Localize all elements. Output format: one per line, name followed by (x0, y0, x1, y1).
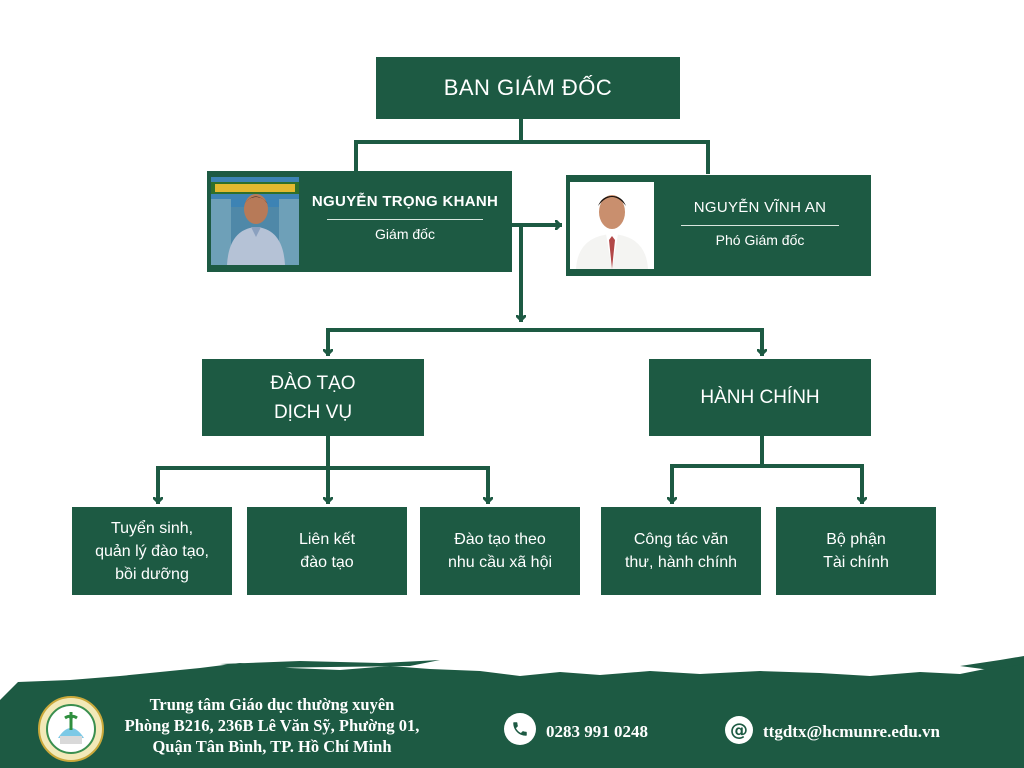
unit-label-line: Tuyển sinh, (110, 519, 194, 537)
department-label-line1: ĐÀO TẠO (270, 372, 356, 394)
portrait-photo-icon (570, 182, 654, 269)
department-training-services: ĐÀO TẠO DỊCH VỤ (202, 359, 424, 436)
unit-admissions: Tuyển sinh, quản lý đào tạo, bồi dưỡng (72, 507, 232, 595)
department-administration: HÀNH CHÍNH (649, 359, 871, 436)
unit-label-line: nhu cầu xã hội (447, 554, 553, 571)
deputy-director-card: NGUYỄN VĨNH AN Phó Giám đốc (566, 175, 871, 276)
unit-finance: Bộ phận Tài chính (776, 507, 936, 595)
unit-label-line: Đào tạo theo (454, 531, 546, 548)
board-of-directors-box: BAN GIÁM ĐỐC (376, 57, 680, 119)
deputy-director-photo (570, 182, 654, 269)
email-address[interactable]: ttgdtx@hcmunre.edu.vn (763, 722, 941, 741)
director-name: NGUYỄN TRỌNG KHANH (311, 193, 499, 210)
unit-joint-training: Liên kết đào tạo (247, 507, 407, 595)
center-logo (38, 696, 104, 762)
at-sign-icon: @ (725, 716, 753, 744)
unit-label-line: Công tác văn (633, 531, 729, 548)
director-role: Giám đốc (375, 226, 435, 242)
logo-emblem-icon (38, 696, 104, 762)
divider (327, 219, 483, 220)
address-line: Quận Tân Bình, TP. Hồ Chí Minh (152, 737, 392, 756)
organization-name: Trung tâm Giáo dục thường xuyên (149, 695, 395, 714)
phone-icon (504, 713, 536, 745)
department-label-line1: HÀNH CHÍNH (700, 387, 820, 408)
unit-label-line: quản lý đào tạo, (95, 542, 209, 560)
department-label-line2: DỊCH VỤ (273, 401, 353, 423)
unit-label-line: bồi dưỡng (115, 565, 189, 583)
director-card: NGUYỄN TRỌNG KHANH Giám đốc (207, 171, 512, 272)
unit-label-line: Tài chính (823, 554, 889, 571)
unit-label-line: thư, hành chính (624, 554, 738, 571)
unit-social-demand-training: Đào tạo theo nhu cầu xã hội (420, 507, 580, 595)
unit-label-line: đào tạo (300, 554, 354, 571)
address-line: Phòng B216, 236B Lê Văn Sỹ, Phường 01, (124, 716, 420, 735)
phone-number[interactable]: 0283 991 0248 (546, 722, 648, 741)
portrait-photo-icon (211, 177, 299, 265)
unit-label-line: Bộ phận (826, 531, 886, 548)
board-of-directors-label: BAN GIÁM ĐỐC (443, 75, 613, 100)
unit-label-line: Liên kết (298, 531, 356, 548)
unit-clerical-administration: Công tác văn thư, hành chính (601, 507, 761, 595)
deputy-director-name: NGUYỄN VĨNH AN (693, 199, 827, 216)
director-photo (211, 177, 299, 265)
organization-address: Trung tâm Giáo dục thường xuyên Phòng B2… (112, 694, 432, 757)
divider (681, 225, 839, 226)
deputy-director-role: Phó Giám đốc (715, 232, 805, 248)
phone-glyph-icon (513, 722, 527, 736)
